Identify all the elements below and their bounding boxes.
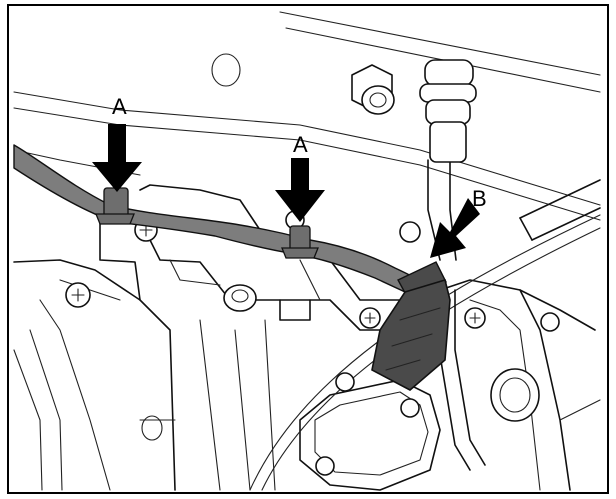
torx-screw <box>399 221 421 243</box>
harness-connector-b <box>371 261 451 391</box>
torx-screw <box>359 307 381 329</box>
arrow-b <box>430 198 480 258</box>
arrow-a-left <box>92 124 142 192</box>
torx-screw <box>315 456 335 476</box>
callout-label-a-right: A <box>293 132 308 157</box>
engine-structure <box>13 11 601 491</box>
torx-screw <box>65 282 91 308</box>
torx-screw <box>540 312 560 332</box>
callout-label-b: B <box>472 186 487 211</box>
torx-screw <box>335 372 355 392</box>
harness-clip-a-left <box>95 187 135 225</box>
hex-bolt <box>351 64 395 115</box>
arrow-a-right <box>275 158 325 222</box>
pipe-fitting <box>419 59 477 163</box>
torx-screw <box>400 398 420 418</box>
wiring-harness <box>13 144 451 391</box>
harness-clip-a-right <box>281 225 319 259</box>
stud-bolt <box>223 284 257 312</box>
callout-label-a-left: A <box>112 94 127 119</box>
callout-arrows <box>92 124 480 258</box>
bolt-heads <box>65 59 560 476</box>
torx-screw <box>464 307 486 329</box>
